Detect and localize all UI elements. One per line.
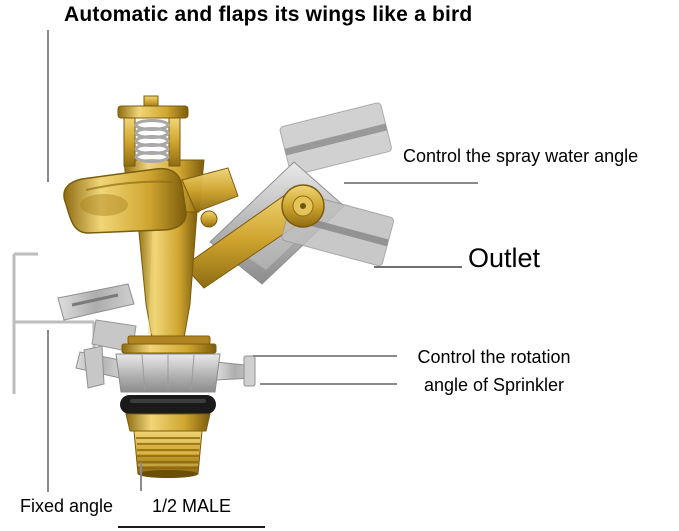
title-label: Automatic and flaps its wings like a bir… [64,3,473,26]
leader-line-rotation-1 [253,355,397,357]
leader-line-spray-angle [344,182,478,184]
hammer-arm [63,167,239,234]
fixed-angle-bracket [12,252,96,394]
bearing-rings [121,335,217,354]
leader-line-thread-size [140,462,142,491]
leader-line-rotation-2 [260,383,397,385]
pivot-knob [281,184,325,228]
spray-deflector-upper [279,102,392,176]
fixed-angle-label: Fixed angle [20,496,114,516]
spring-assembly [117,95,189,167]
rotation-collar [75,345,256,393]
rotation-angle-label-line2: angle of Sprinkler [423,375,565,395]
thread-size-label: 1/2 MALE [152,496,232,516]
leader-line-fixed-angle [47,330,49,492]
spray-angle-label: Control the spray water angle [403,146,639,166]
rotation-angle-label-line1: Control the rotation [417,347,571,367]
rotation-angle-label: Control the rotation angle of Sprinkler [399,343,589,399]
outlet-label: Outlet [468,243,541,273]
o-ring [120,395,216,414]
leader-line-outlet [374,266,462,268]
male-connector [125,413,211,478]
leader-line-automatic [47,30,49,182]
bottom-crop-line [118,526,265,528]
mount-plate [57,283,137,353]
